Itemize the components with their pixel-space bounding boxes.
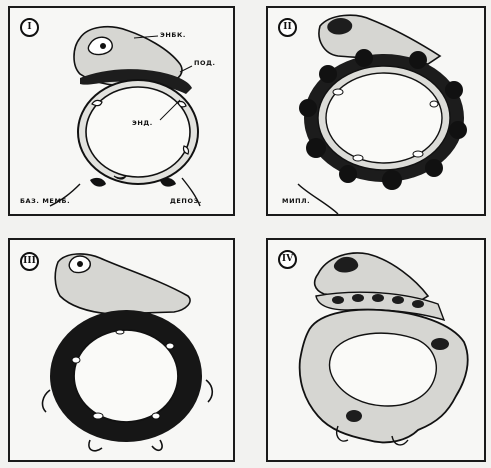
stage-numeral: I	[20, 18, 39, 37]
nucleus-bottom	[346, 410, 362, 422]
nucleolus	[100, 43, 106, 49]
stage-numeral: III	[20, 252, 39, 271]
label-deposits: ДЕПОЗ.	[170, 198, 202, 205]
capillary-lumen	[74, 330, 178, 422]
panel-stage-4: IV	[266, 238, 486, 462]
panel-stage-1: I ЭНБК. ПОД. ЭНД. БАЗ. МЕМБ. ДЕПОЗ.	[8, 6, 235, 216]
capillary-lumen	[86, 87, 190, 177]
label-endothelium-top: ЭНБК.	[160, 32, 186, 39]
label-endothelium: ЭНД.	[132, 120, 153, 127]
stage-2-illustration	[268, 8, 484, 214]
deposit-left	[90, 178, 106, 187]
label-podocyte: ПОД.	[194, 60, 216, 67]
stage-4-illustration	[268, 240, 484, 460]
deposit-right	[160, 178, 176, 187]
nucleus-right	[431, 338, 449, 350]
stage-3-illustration	[10, 240, 233, 460]
label-basement-membrane: БАЗ. МЕМБ.	[20, 198, 70, 205]
stage-numeral: II	[278, 18, 297, 37]
panel-stage-2: II МИПЛ.	[266, 6, 486, 216]
stage-1-illustration	[10, 8, 233, 214]
stage-numeral: IV	[278, 250, 297, 269]
capillary-lumen	[326, 73, 442, 163]
label-mesangial-cell: МИПЛ.	[282, 198, 310, 205]
panel-stage-3: III	[8, 238, 235, 462]
nucleolus	[77, 261, 83, 267]
